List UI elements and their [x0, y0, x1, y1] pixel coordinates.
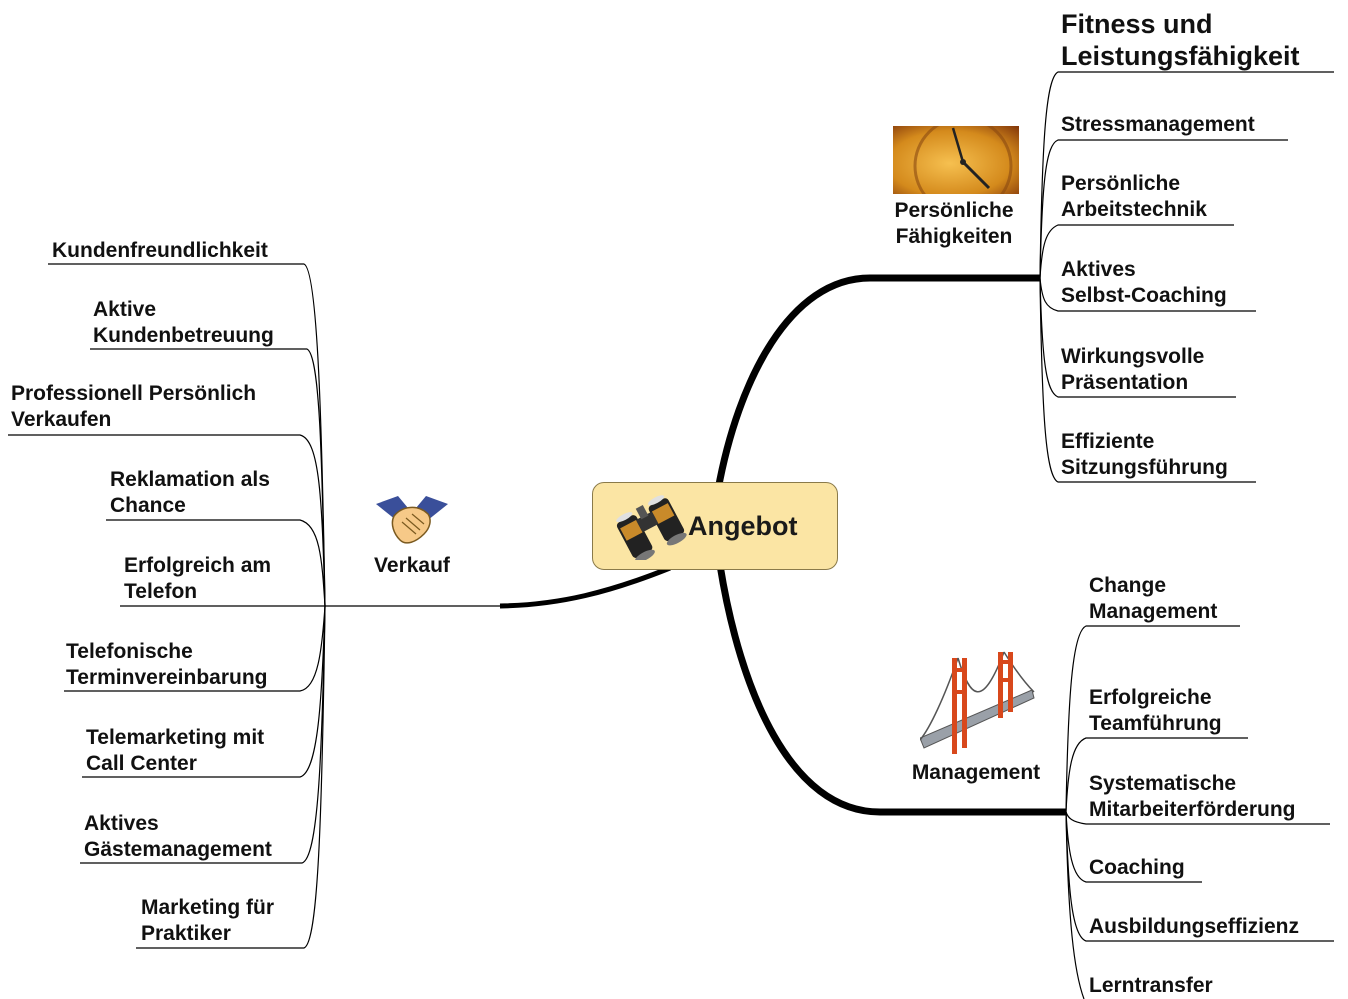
bridge-icon	[920, 651, 1035, 754]
faehigkeiten-item-selbst-coaching[interactable]: Aktives Selbst-Coaching	[1061, 258, 1227, 307]
verkauf-item-telemarketing[interactable]: Telemarketing mit Call Center	[86, 726, 265, 775]
clock-icon	[893, 126, 1019, 194]
binoculars-icon	[616, 495, 687, 560]
management-item-change[interactable]: Change Management	[1089, 574, 1218, 623]
verkauf-item-gaestemanagement[interactable]: Aktives Gästemanagement	[84, 812, 272, 861]
verkauf-item-aktive-kundenbetreuung[interactable]: Aktive Kundenbetreuung	[93, 298, 274, 347]
verkauf-item-kundenfreundlichkeit[interactable]: Kundenfreundlichkeit	[52, 239, 268, 262]
management-item-mitarbeiterfoerderung[interactable]: Systematische Mitarbeiterförderung	[1089, 772, 1296, 821]
connector-verkauf	[499, 565, 671, 609]
verkauf-item-professionell-verkaufen[interactable]: Professionell Persönlich Verkaufen	[11, 382, 257, 431]
connector-faehigkeiten	[714, 274, 1040, 491]
faehigkeiten-item-fitness[interactable]: Fitness und Leistungsfähigkeit	[1061, 9, 1300, 71]
faehigkeiten-item-sitzungsfuehrung[interactable]: Effiziente Sitzungsführung	[1061, 430, 1228, 479]
verkauf-item-telefon[interactable]: Erfolgreich am Telefon	[124, 554, 272, 603]
faehigkeiten-item-stressmanagement[interactable]: Stressmanagement	[1061, 113, 1255, 136]
connector-management	[716, 564, 1066, 816]
faehigkeiten-subconnectors	[1039, 71, 1334, 483]
management-item-lerntransfer[interactable]: Lerntransfer	[1089, 974, 1213, 997]
verkauf-item-reklamation[interactable]: Reklamation als Chance	[110, 468, 270, 517]
verkauf-item-marketing[interactable]: Marketing für Praktiker	[141, 896, 275, 945]
faehigkeiten-label[interactable]: Persönliche Fähigkeiten	[894, 199, 1014, 248]
management-subconnectors	[1065, 625, 1334, 999]
faehigkeiten-item-praesentation[interactable]: Wirkungsvolle Präsentation	[1061, 345, 1205, 394]
faehigkeiten-item-arbeitstechnik[interactable]: Persönliche Arbeitstechnik	[1061, 172, 1207, 221]
verkauf-subconnectors	[8, 263, 326, 949]
handshake-icon	[376, 496, 448, 544]
verkauf-item-terminvereinbarung[interactable]: Telefonische Terminvereinbarung	[66, 640, 268, 689]
management-label[interactable]: Management	[911, 761, 1041, 784]
center-label[interactable]: Angebot	[688, 511, 798, 541]
management-item-coaching[interactable]: Coaching	[1089, 856, 1185, 879]
management-item-teamfuehrung[interactable]: Erfolgreiche Teamführung	[1089, 686, 1222, 735]
management-item-ausbildungseffizienz[interactable]: Ausbildungseffizienz	[1089, 915, 1299, 938]
verkauf-label[interactable]: Verkauf	[374, 554, 450, 577]
